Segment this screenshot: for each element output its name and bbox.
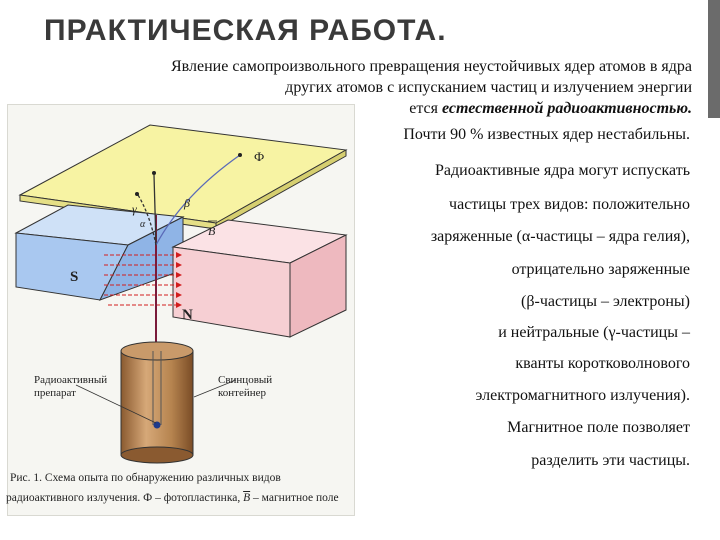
caption-line-2: радиоактивного излучения. Ф – фотопласти… (6, 488, 355, 508)
caption-part-a: радиоактивного излучения. Ф – фотопласти… (6, 492, 244, 504)
magnet-north (171, 219, 348, 338)
label-beta: β (183, 196, 190, 210)
text-line-6: (β-частицы – электроны) (521, 293, 690, 310)
intro-paragraph: Явление самопроизвольного превращения не… (92, 56, 692, 119)
lead-container (120, 341, 194, 464)
label-pole-n: N (182, 307, 193, 323)
intro-emphasis: естественной радиоактивностью (441, 100, 688, 117)
side-accent-bar (708, 0, 720, 118)
label-gamma: γ (132, 202, 137, 216)
text-line-8: кванты коротковолнового (515, 355, 690, 372)
text-line-4: заряженные (α-частицы – ядра гелия), (430, 228, 690, 245)
intro-line-1: Явление самопроизвольного превращения не… (171, 58, 692, 75)
text-line-9: электромагнитного излучения). (475, 387, 690, 404)
text-line-5: отрицательно заряженные (511, 261, 690, 278)
label-source-2: препарат (34, 387, 76, 399)
beta-ray (155, 154, 241, 246)
intro-line-3-end: . (688, 100, 692, 117)
label-pole-s: S (70, 269, 78, 285)
text-line-10: Магнитное поле позволяет (507, 419, 690, 436)
figure-caption: Рис. 1. Схема опыта по обнаружению разли… (6, 468, 355, 508)
intro-line-3-prefix: ется (409, 100, 442, 117)
slide-title: ПРАКТИЧЕСКАЯ РАБОТА. (44, 14, 447, 47)
experiment-figure: Ф γ β α B S N Радиоактивный препарат Сви… (7, 104, 355, 516)
magnet-south (14, 204, 185, 301)
label-b-vector: B (208, 224, 216, 238)
caption-part-c: – магнитное поле (250, 492, 339, 504)
text-line-7: и нейтральные (γ-частицы – (498, 324, 690, 341)
text-line-3: частицы трех видов: положительно (449, 196, 690, 213)
label-container-1: Свинцовый (218, 374, 272, 386)
caption-b-symbol: B (243, 492, 251, 504)
label-container-2: контейнер (218, 387, 267, 399)
gamma-ray (153, 174, 157, 246)
text-line-11: разделить эти частицы. (531, 452, 690, 469)
label-phi: Ф (254, 149, 264, 164)
field-lines (104, 252, 182, 308)
caption-line-1: Рис. 1. Схема опыта по обнаружению разли… (10, 472, 281, 484)
pointer-lines (75, 379, 237, 424)
intro-line-3: ется естественной радиоактивностью. (92, 98, 692, 119)
label-alpha: α (140, 219, 146, 230)
text-line-1: Почти 90 % известных ядер нестабильны. (403, 126, 690, 143)
experiment-diagram: Ф γ β α B S N Радиоактивный препарат Сви… (14, 124, 348, 464)
text-line-2: Радиоактивные ядра могут испускать (434, 162, 690, 179)
label-source-1: Радиоактивный (34, 374, 107, 386)
intro-line-2: других атомов с испусканием частиц и изл… (285, 79, 692, 96)
